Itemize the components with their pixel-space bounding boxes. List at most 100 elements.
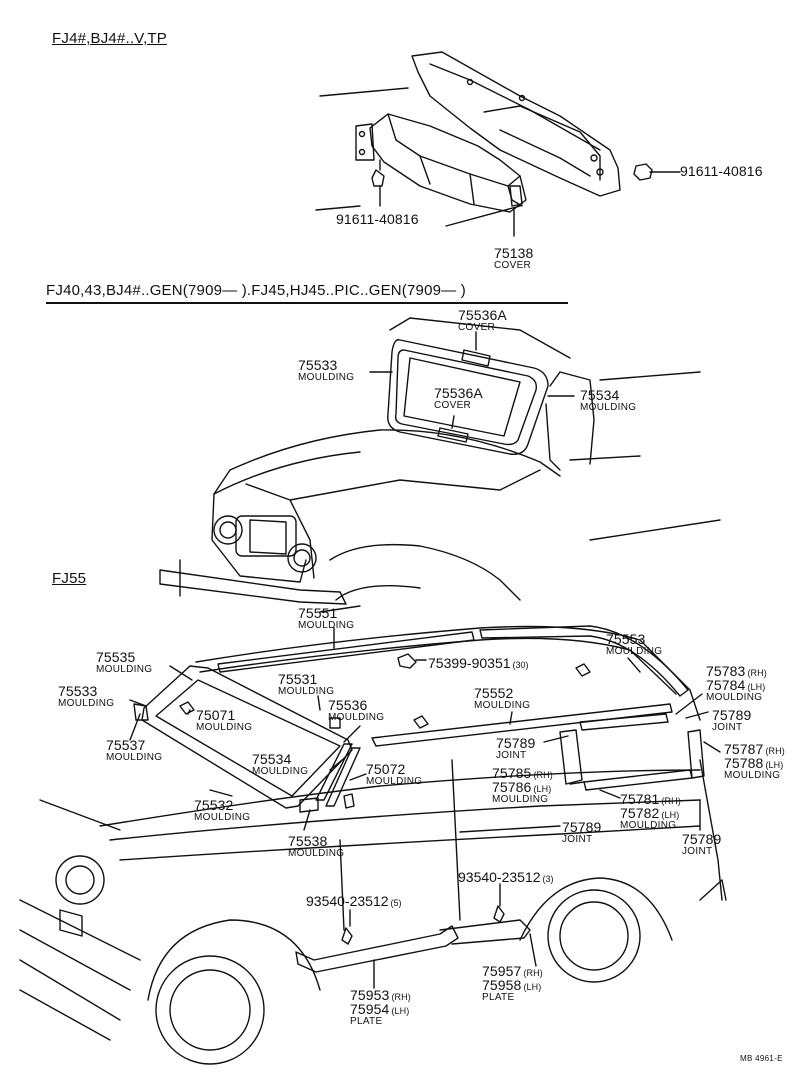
callout-75553: 75553 MOULDING [606,632,662,657]
part-number: 75533 [58,683,98,699]
part-number: 75138 [494,245,534,261]
callout-75534-middle: 75534 MOULDING [580,388,636,413]
part-number: 75531 [278,671,318,687]
callout-75551: 75551 MOULDING [298,606,354,631]
part-number: 75958(LH) [482,978,543,992]
part-number: 75789 [562,819,602,835]
part-number: 75071 [196,707,236,723]
callout-75789-middle: 75789 JOINT [496,736,535,761]
part-number: 75953(RH) [350,988,411,1002]
part-name: JOINT [712,722,743,733]
callout-93540-right: 93540-23512(3) [458,870,554,886]
part-name: JOINT [562,834,593,845]
part-name: MOULDING [288,848,345,859]
callout-75399: 75399-90351(30) [428,656,529,672]
part-name: MOULDING [194,812,251,823]
part-name: MOULDING [706,692,763,703]
part-name: MOULDING [724,770,781,781]
part-number: 75789 [496,735,536,751]
callout-75531: 75531 MOULDING [278,672,334,697]
part-name: MOULDING [366,776,423,787]
part-number: 75783(RH) [706,664,767,678]
part-number: 75957(RH) [482,964,543,978]
part-number: 75532 [194,797,234,813]
part-number-text: 93540-23512 [458,869,541,885]
part-name: JOINT [682,846,713,857]
part-number: 75535 [96,649,136,665]
side-tag: (LH) [747,682,766,692]
quantity: (30) [512,660,529,670]
side-tag: (LH) [391,1006,410,1016]
side-tag: (RH) [747,668,767,678]
part-number-rh: 75957 [482,963,522,979]
callout-91611-right: 91611-40816 [680,164,763,178]
part-number-lh: 75784 [706,677,746,693]
callout-75533-middle: 75533 MOULDING [298,358,354,383]
part-number-rh: 75787 [724,741,764,757]
part-name: MOULDING [580,402,637,413]
part-name: COVER [494,260,532,271]
callout-75536A-middle: 75536A COVER [434,386,483,411]
section-title-middle: FJ40,43,BJ4#..GEN(7909— ).FJ45,HJ45..PIC… [46,282,466,299]
part-number-lh: 75786 [492,779,532,795]
part-number: 75954(LH) [350,1002,411,1016]
part-number: 75789 [682,831,722,847]
callout-93540-left: 93540-23512(5) [306,894,402,910]
part-number: 75785(RH) [492,766,553,780]
part-name: MOULDING [252,766,309,777]
wagon-body-drawing [19,625,727,1065]
part-name: MOULDING [278,686,335,697]
part-number: 75536 [328,697,368,713]
part-name: MOULDING [492,794,549,805]
callout-75536-bottom: 75536 MOULDING [328,698,384,723]
side-tag: (LH) [765,760,784,770]
callout-75781-75782: 75781(RH) 75782(LH) MOULDING [620,792,681,831]
part-name: COVER [434,400,472,411]
callout-75789-right-1: 75789 JOINT [712,708,751,733]
part-number: 75788(LH) [724,756,785,770]
callout-75787-75788: 75787(RH) 75788(LH) MOULDING [724,742,785,781]
part-number-lh: 75954 [350,1001,390,1017]
quantity: (5) [390,898,402,908]
side-tag: (LH) [533,784,552,794]
part-number: 75534 [580,387,620,403]
callout-75785-75786: 75785(RH) 75786(LH) MOULDING [492,766,553,805]
callout-75538: 75538 MOULDING [288,834,344,859]
part-name: MOULDING [96,664,153,675]
part-number-lh: 75782 [620,805,660,821]
part-number: 75786(LH) [492,780,553,794]
part-number: 75072 [366,761,406,777]
side-tag: (RH) [391,992,411,1002]
callout-75537: 75537 MOULDING [106,738,162,763]
part-number-rh: 75781 [620,791,660,807]
callout-75071: 75071 MOULDING [196,708,252,733]
part-name: MOULDING [620,820,677,831]
part-name: MOULDING [298,620,355,631]
section-title-top: FJ4#,BJ4#..V,TP [52,30,168,47]
callout-75138: 75138 COVER [494,246,533,271]
part-number-rh: 75953 [350,987,390,1003]
part-number: 75536A [458,307,507,323]
part-number: 75536A [434,385,483,401]
part-number: 75784(LH) [706,678,767,692]
part-number: 75538 [288,833,328,849]
part-number: 75553 [606,631,646,647]
side-tag: (RH) [533,770,553,780]
side-tag: (LH) [523,982,542,992]
part-name: MOULDING [196,722,253,733]
callout-75783-75784: 75783(RH) 75784(LH) MOULDING [706,664,767,703]
part-name: MOULDING [58,698,115,709]
part-number: 75533 [298,357,338,373]
callout-75953-75954: 75953(RH) 75954(LH) PLATE [350,988,411,1027]
part-number-text: 93540-23512 [306,893,389,909]
part-number: 93540-23512(5) [306,893,402,909]
part-name: PLATE [350,1016,383,1027]
part-number: 75552 [474,685,514,701]
side-tag: (RH) [765,746,785,756]
part-number: 75789 [712,707,752,723]
part-name: MOULDING [298,372,355,383]
section-title-bottom: FJ55 [52,570,87,587]
side-tag: (LH) [661,810,680,820]
callout-75957-75958: 75957(RH) 75958(LH) PLATE [482,964,543,1003]
